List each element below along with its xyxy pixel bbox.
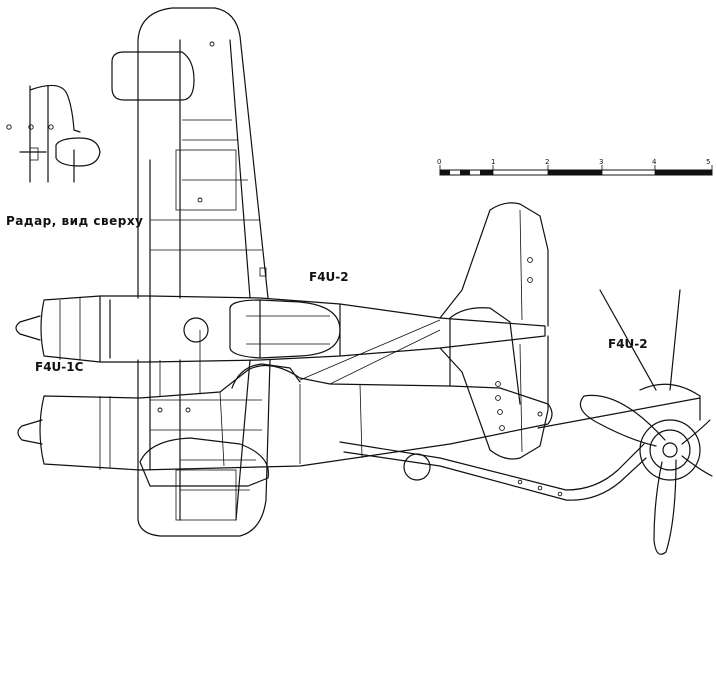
front-view-aircraft [339,289,713,555]
top-view-label: F4U-2 [309,270,349,284]
side-view-label: F4U-1C [35,360,84,374]
scale-tick-label: 1 [491,158,496,166]
front-view-label: F4U-2 [608,337,648,351]
radar-caption: Радар, вид сверху [6,214,144,228]
scale-tick-label: 4 [652,158,657,166]
scale-tick-label: 5 [706,158,711,166]
scale-tick-label: 3 [599,158,604,166]
radar-inset [6,84,101,183]
scale-bar [439,165,713,176]
scale-tick-label: 2 [545,158,550,166]
scale-tick-label: 0 [437,158,442,166]
side-view-aircraft [17,307,553,487]
top-view-aircraft [15,7,549,537]
